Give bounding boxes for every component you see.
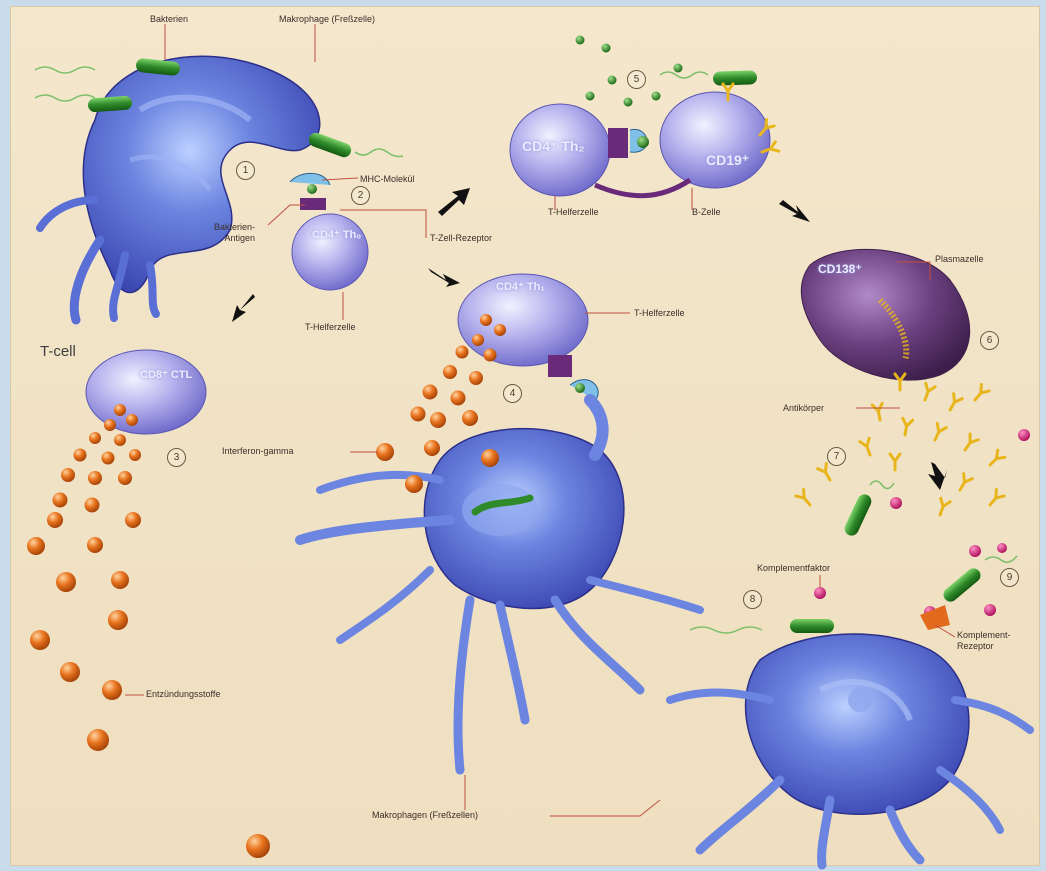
marker-cd8-ctl: CD8⁺ CTL (140, 368, 192, 381)
label-entzuendungsstoffe: Entzündungsstoffe (146, 689, 220, 700)
label-makrophage: Makrophage (Freßzelle) (279, 14, 375, 25)
label-komplementfaktor: Komplementfaktor (757, 563, 830, 574)
th0-cell (292, 214, 368, 290)
label-komplement-rezeptor: Komplement- Rezeptor (957, 630, 1011, 652)
label-t-cell: T-cell (40, 346, 76, 357)
label-makrophagen-fresszellen: Makrophagen (Freßzellen) (372, 810, 478, 821)
step-3: 3 (167, 448, 186, 467)
antibody-spray (796, 374, 1005, 517)
label-antikoerper: Antikörper (783, 403, 824, 414)
step-1: 1 (236, 161, 255, 180)
marker-cd4-th2: CD4⁺ Th₂ (522, 138, 585, 155)
step-2: 2 (351, 186, 370, 205)
label-t-helferzelle-th0: T-Helferzelle (305, 322, 356, 333)
label-t-zell-rezeptor: T-Zell-Rezeptor (430, 233, 492, 244)
label-interferon-gamma: Interferon-gamma (222, 446, 294, 457)
label-t-helferzelle-th1: T-Helferzelle (634, 308, 685, 319)
th2-b-cell-pair (510, 36, 779, 197)
label-bakterien-antigen: Bakterien- Antigen (214, 222, 255, 244)
marker-cd19: CD19⁺ (706, 152, 749, 169)
macrophage-center (300, 400, 700, 770)
marker-cd4-th0: CD4⁺ Th₀ (312, 228, 361, 241)
step-4: 4 (503, 384, 522, 403)
step-5: 5 (627, 70, 646, 89)
cd8-ctl-cell (86, 350, 206, 434)
macrophage-bottom-right (670, 634, 1030, 865)
label-mhc-molekuel: MHC-Molekül (360, 174, 415, 185)
step-7: 7 (827, 447, 846, 466)
step-9: 9 (1000, 568, 1019, 587)
label-t-helferzelle-th2: T-Helferzelle (548, 207, 599, 218)
marker-cd4-th1: CD4⁺ Th₁ (496, 280, 545, 293)
marker-cd138: CD138⁺ (818, 262, 862, 276)
label-b-zelle: B-Zelle (692, 207, 721, 218)
step-6: 6 (980, 331, 999, 350)
label-plasmazelle: Plasmazelle (935, 254, 984, 265)
opsonized-bacteria (690, 429, 1030, 660)
label-bakterien: Bakterien (150, 14, 188, 25)
step-8: 8 (743, 590, 762, 609)
